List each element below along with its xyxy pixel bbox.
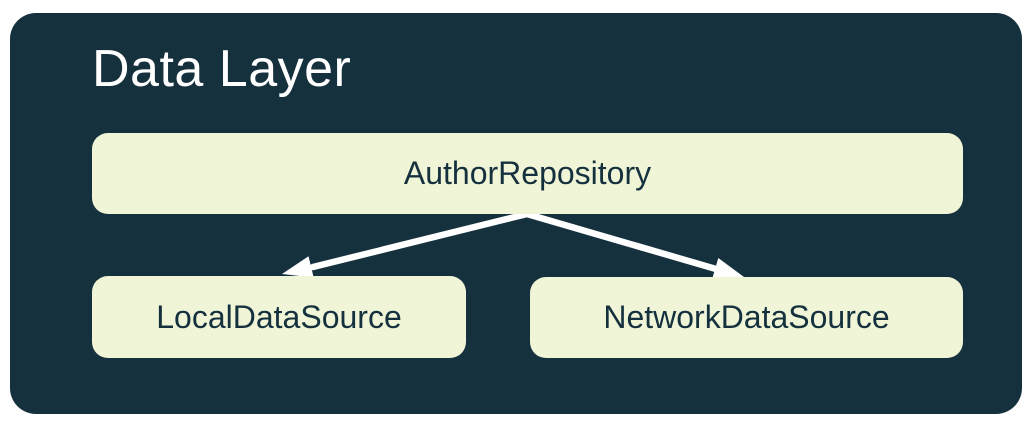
node-author-repository-label: AuthorRepository: [403, 155, 652, 191]
edge-repository-to-network: [523, 210, 744, 280]
node-local-data-source-label: LocalDataSource: [156, 298, 402, 335]
edge-line: [523, 210, 720, 273]
node-network-data-source: NetworkDataSource: [530, 277, 963, 358]
edge-repository-to-local: [282, 210, 531, 278]
node-local-data-source: LocalDataSource: [92, 276, 466, 358]
arrowhead-icon: [282, 256, 314, 278]
node-network-data-source-label: NetworkDataSource: [603, 299, 890, 335]
edge-line: [309, 210, 531, 271]
data-layer-card: Data Layer AuthorRepository LocalDataSou…: [10, 13, 1022, 414]
diagram-title: Data Layer: [92, 40, 352, 98]
node-author-repository: AuthorRepository: [92, 133, 963, 214]
